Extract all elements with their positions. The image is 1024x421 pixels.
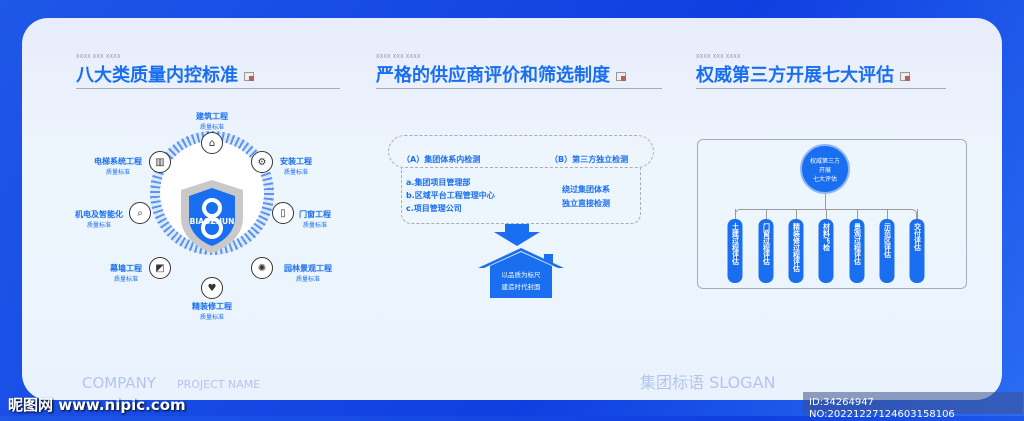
assessment-item: 土建过程评估 [727, 219, 743, 283]
arrow-down-icon [494, 224, 540, 246]
divider [76, 88, 340, 89]
connector [796, 209, 797, 221]
title-decoration-icon [244, 71, 254, 81]
watermark: 昵图网 www.nipic.com [8, 396, 186, 414]
house-text: 以品质为标尺 建造时代封面 [490, 269, 552, 293]
third-party-detection-desc: 绕过集团体系 独立直接检测 [562, 183, 610, 211]
wheel-item-label: 建筑工程质量标准 [196, 112, 228, 131]
wheel-item-label: 幕墙工程质量标准 [110, 264, 142, 283]
title-decoration-icon [900, 71, 910, 81]
group-detection-title: （A）集团体系内检测 [402, 155, 481, 164]
tree-burst-icon: ✺ [251, 257, 273, 279]
connector [917, 209, 918, 221]
image-id: ID:34264947 NO:20221227124603158106 [803, 392, 1023, 420]
list-item: a.集团项目管理部 [406, 178, 471, 187]
curtain-wall-icon: ◩ [149, 257, 171, 279]
shield-text: BIAOZHUN [189, 217, 235, 226]
assessment-item: 精装修过程评估 [788, 219, 804, 283]
section2-title: 严格的供应商评价和筛选制度 [376, 61, 626, 87]
company-text: COMPANY [82, 374, 156, 392]
group-detection-list: a.集团项目管理部 b.区域平台工程管理中心 c.项目管理公司 [406, 176, 495, 215]
section1-subtitle: XXXX XXX XXXX [76, 54, 121, 60]
divider [696, 88, 946, 89]
assessment-center: 权威第三方开展七大评估 [800, 144, 850, 194]
shield-icon [181, 180, 243, 253]
list-item: b.区域平台工程管理中心 [406, 191, 495, 200]
assessment-item: 示范区评估 [879, 219, 895, 283]
desc-line: 绕过集团体系 [562, 185, 610, 194]
assessment-item: 景观过程评估 [849, 219, 865, 283]
connector [857, 209, 858, 221]
list-item: c.项目管理公司 [406, 204, 462, 213]
house-line: 建造时代封面 [501, 283, 541, 291]
slogan: 集团标语 SLOGAN [640, 373, 776, 392]
wheel-item-label: 门窗工程质量标准 [299, 210, 331, 229]
house-icon [478, 248, 564, 298]
assessment-item: 材料飞检 [818, 219, 834, 283]
house-heart-icon: ♥ [201, 277, 223, 299]
camera-icon: ⌕ [129, 202, 151, 224]
house-plant-icon: ⌂ [201, 132, 223, 154]
connector [826, 209, 827, 221]
desc-line: 独立直接检测 [562, 199, 610, 208]
wheel-item-label: 机电及智能化质量标准 [75, 210, 123, 229]
section1-title-text: 八大类质量内控标准 [76, 65, 238, 86]
connector [887, 209, 888, 221]
section1-title: 八大类质量内控标准 [76, 61, 254, 87]
assessment-item: 门窗过程评估 [758, 219, 774, 283]
assessment-item: 交付评估 [909, 219, 925, 283]
content-panel: XXXX XXX XXXX 八大类质量内控标准 BIAOZHUN ⌂ ⚙ ▯ ✺… [22, 18, 1002, 400]
section3-subtitle: XXXX XXX XXXX [696, 54, 741, 60]
section2-title-text: 严格的供应商评价和筛选制度 [376, 65, 610, 86]
house-gear-icon: ⚙ [251, 151, 273, 173]
connector [766, 209, 767, 221]
wheel-item-label: 精装修工程质量标准 [192, 302, 232, 321]
divider [376, 88, 662, 89]
section2-subtitle: XXXX XXX XXXX [376, 54, 421, 60]
title-decoration-icon [616, 71, 626, 81]
wheel-item-label: 园林景观工程质量标准 [284, 264, 332, 283]
wheel-item-label: 电梯系统工程质量标准 [94, 157, 142, 176]
connector [825, 194, 826, 209]
project-name: PROJECT NAME [177, 378, 261, 391]
window-icon: ▯ [272, 202, 294, 224]
elevator-icon: ▥ [149, 151, 171, 173]
third-party-detection-title: （B）第三方独立检测 [550, 155, 629, 164]
house-line: 以品质为标尺 [501, 271, 541, 279]
section3-title-text: 权威第三方开展七大评估 [696, 65, 894, 86]
wheel-item-label: 安装工程质量标准 [280, 157, 312, 176]
detection-body [401, 168, 641, 224]
detection-header [388, 135, 654, 168]
assessment-box [697, 139, 967, 289]
connector [735, 209, 736, 221]
section3-title: 权威第三方开展七大评估 [696, 61, 910, 87]
